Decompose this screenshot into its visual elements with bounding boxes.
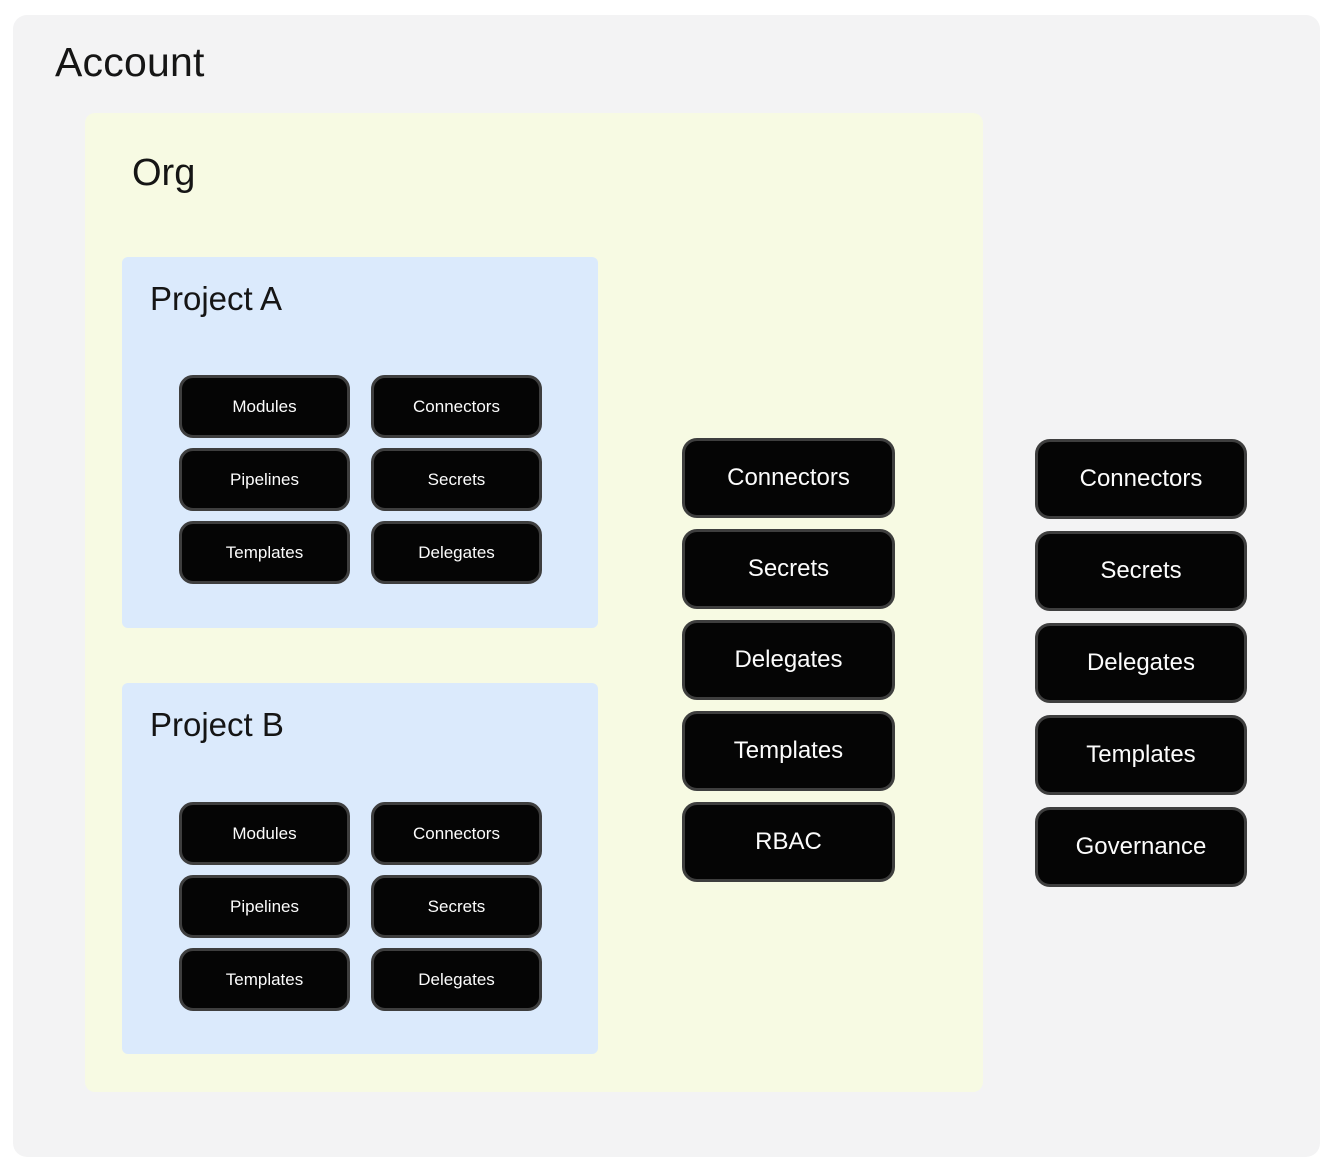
project-a-container: Project A Modules Connectors Pipelines S…: [122, 257, 598, 628]
project-a-pill-delegates: Delegates: [371, 521, 542, 584]
account-pill-delegates: Delegates: [1035, 623, 1247, 703]
org-title: Org: [132, 152, 196, 194]
account-pill-governance: Governance: [1035, 807, 1247, 887]
org-pills-column: Connectors Secrets Delegates Templates R…: [682, 438, 895, 882]
account-pill-templates: Templates: [1035, 715, 1247, 795]
project-b-pill-delegates: Delegates: [371, 948, 542, 1011]
org-pill-templates: Templates: [682, 711, 895, 791]
account-container: Account Org Project A Modules Connectors…: [13, 15, 1320, 1157]
project-a-pill-connectors: Connectors: [371, 375, 542, 438]
org-pill-connectors: Connectors: [682, 438, 895, 518]
project-a-pills-grid: Modules Connectors Pipelines Secrets Tem…: [179, 375, 542, 584]
account-pills-column: Connectors Secrets Delegates Templates G…: [1035, 439, 1247, 887]
account-title: Account: [55, 39, 205, 85]
project-b-container: Project B Modules Connectors Pipelines S…: [122, 683, 598, 1054]
project-b-pill-templates: Templates: [179, 948, 350, 1011]
project-a-pill-pipelines: Pipelines: [179, 448, 350, 511]
project-b-title: Project B: [150, 706, 284, 743]
project-a-pill-secrets: Secrets: [371, 448, 542, 511]
org-pill-secrets: Secrets: [682, 529, 895, 609]
project-b-pill-secrets: Secrets: [371, 875, 542, 938]
project-b-pill-connectors: Connectors: [371, 802, 542, 865]
project-a-pill-templates: Templates: [179, 521, 350, 584]
org-pill-delegates: Delegates: [682, 620, 895, 700]
org-pill-rbac: RBAC: [682, 802, 895, 882]
project-b-pill-pipelines: Pipelines: [179, 875, 350, 938]
project-b-pills-grid: Modules Connectors Pipelines Secrets Tem…: [179, 802, 542, 1011]
account-pill-secrets: Secrets: [1035, 531, 1247, 611]
project-a-title: Project A: [150, 280, 283, 317]
org-container: Org Project A Modules Connectors Pipelin…: [85, 113, 983, 1092]
project-b-pill-modules: Modules: [179, 802, 350, 865]
account-pill-connectors: Connectors: [1035, 439, 1247, 519]
project-a-pill-modules: Modules: [179, 375, 350, 438]
